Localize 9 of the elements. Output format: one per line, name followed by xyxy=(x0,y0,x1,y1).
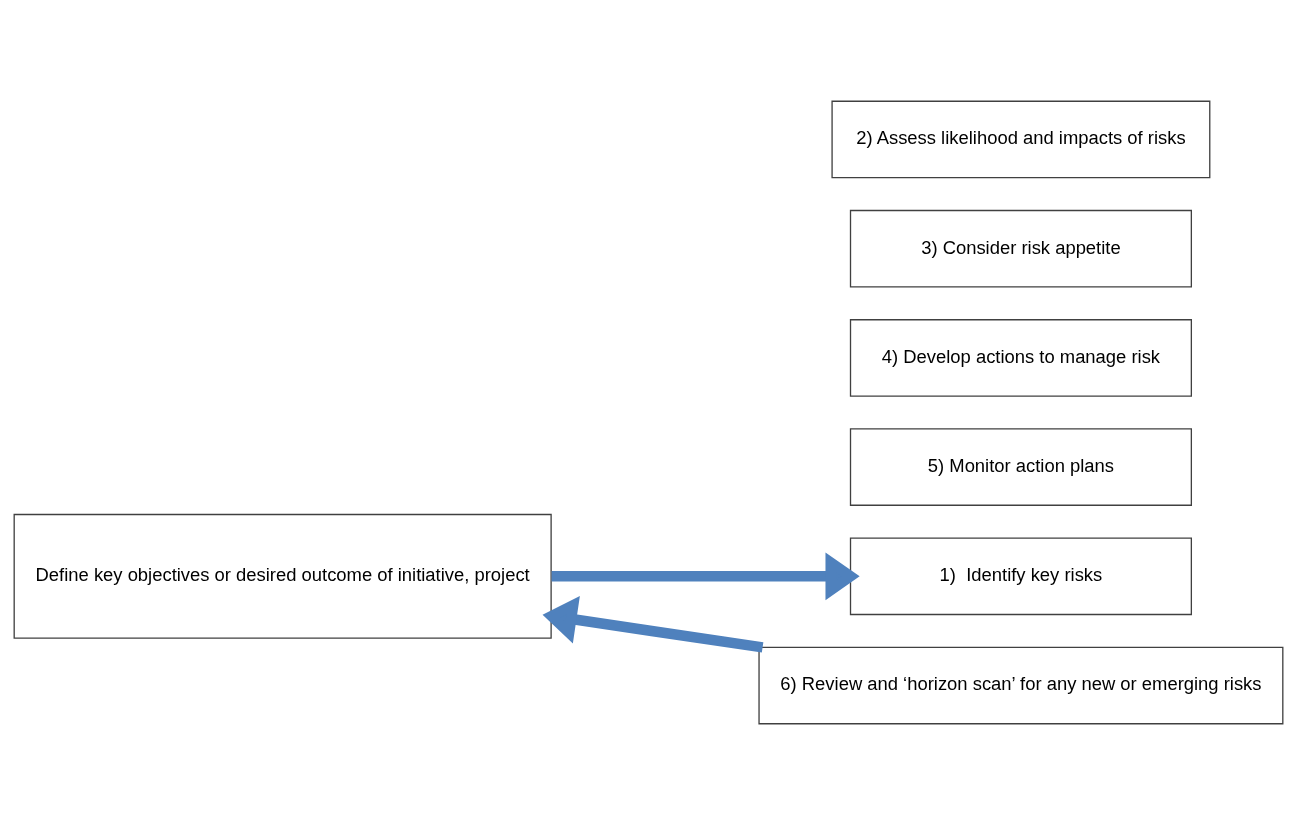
arrow xyxy=(542,596,764,653)
arrow xyxy=(551,552,860,601)
node-box: 3) Consider risk appetite xyxy=(849,209,1192,288)
node-box: Define key objectives or desired outcome of initiative, project xyxy=(13,513,552,639)
node-box: 1) Identify key risks xyxy=(849,537,1192,616)
node-box: 2) Assess likelihood and impacts of risks xyxy=(831,100,1211,179)
node-box: 6) Review and ‘horizon scan’ for any new or emerging risks xyxy=(758,646,1284,725)
node-box: 5) Monitor action plans xyxy=(849,428,1192,506)
node-box: 4) Develop actions to manage risk xyxy=(849,319,1192,397)
